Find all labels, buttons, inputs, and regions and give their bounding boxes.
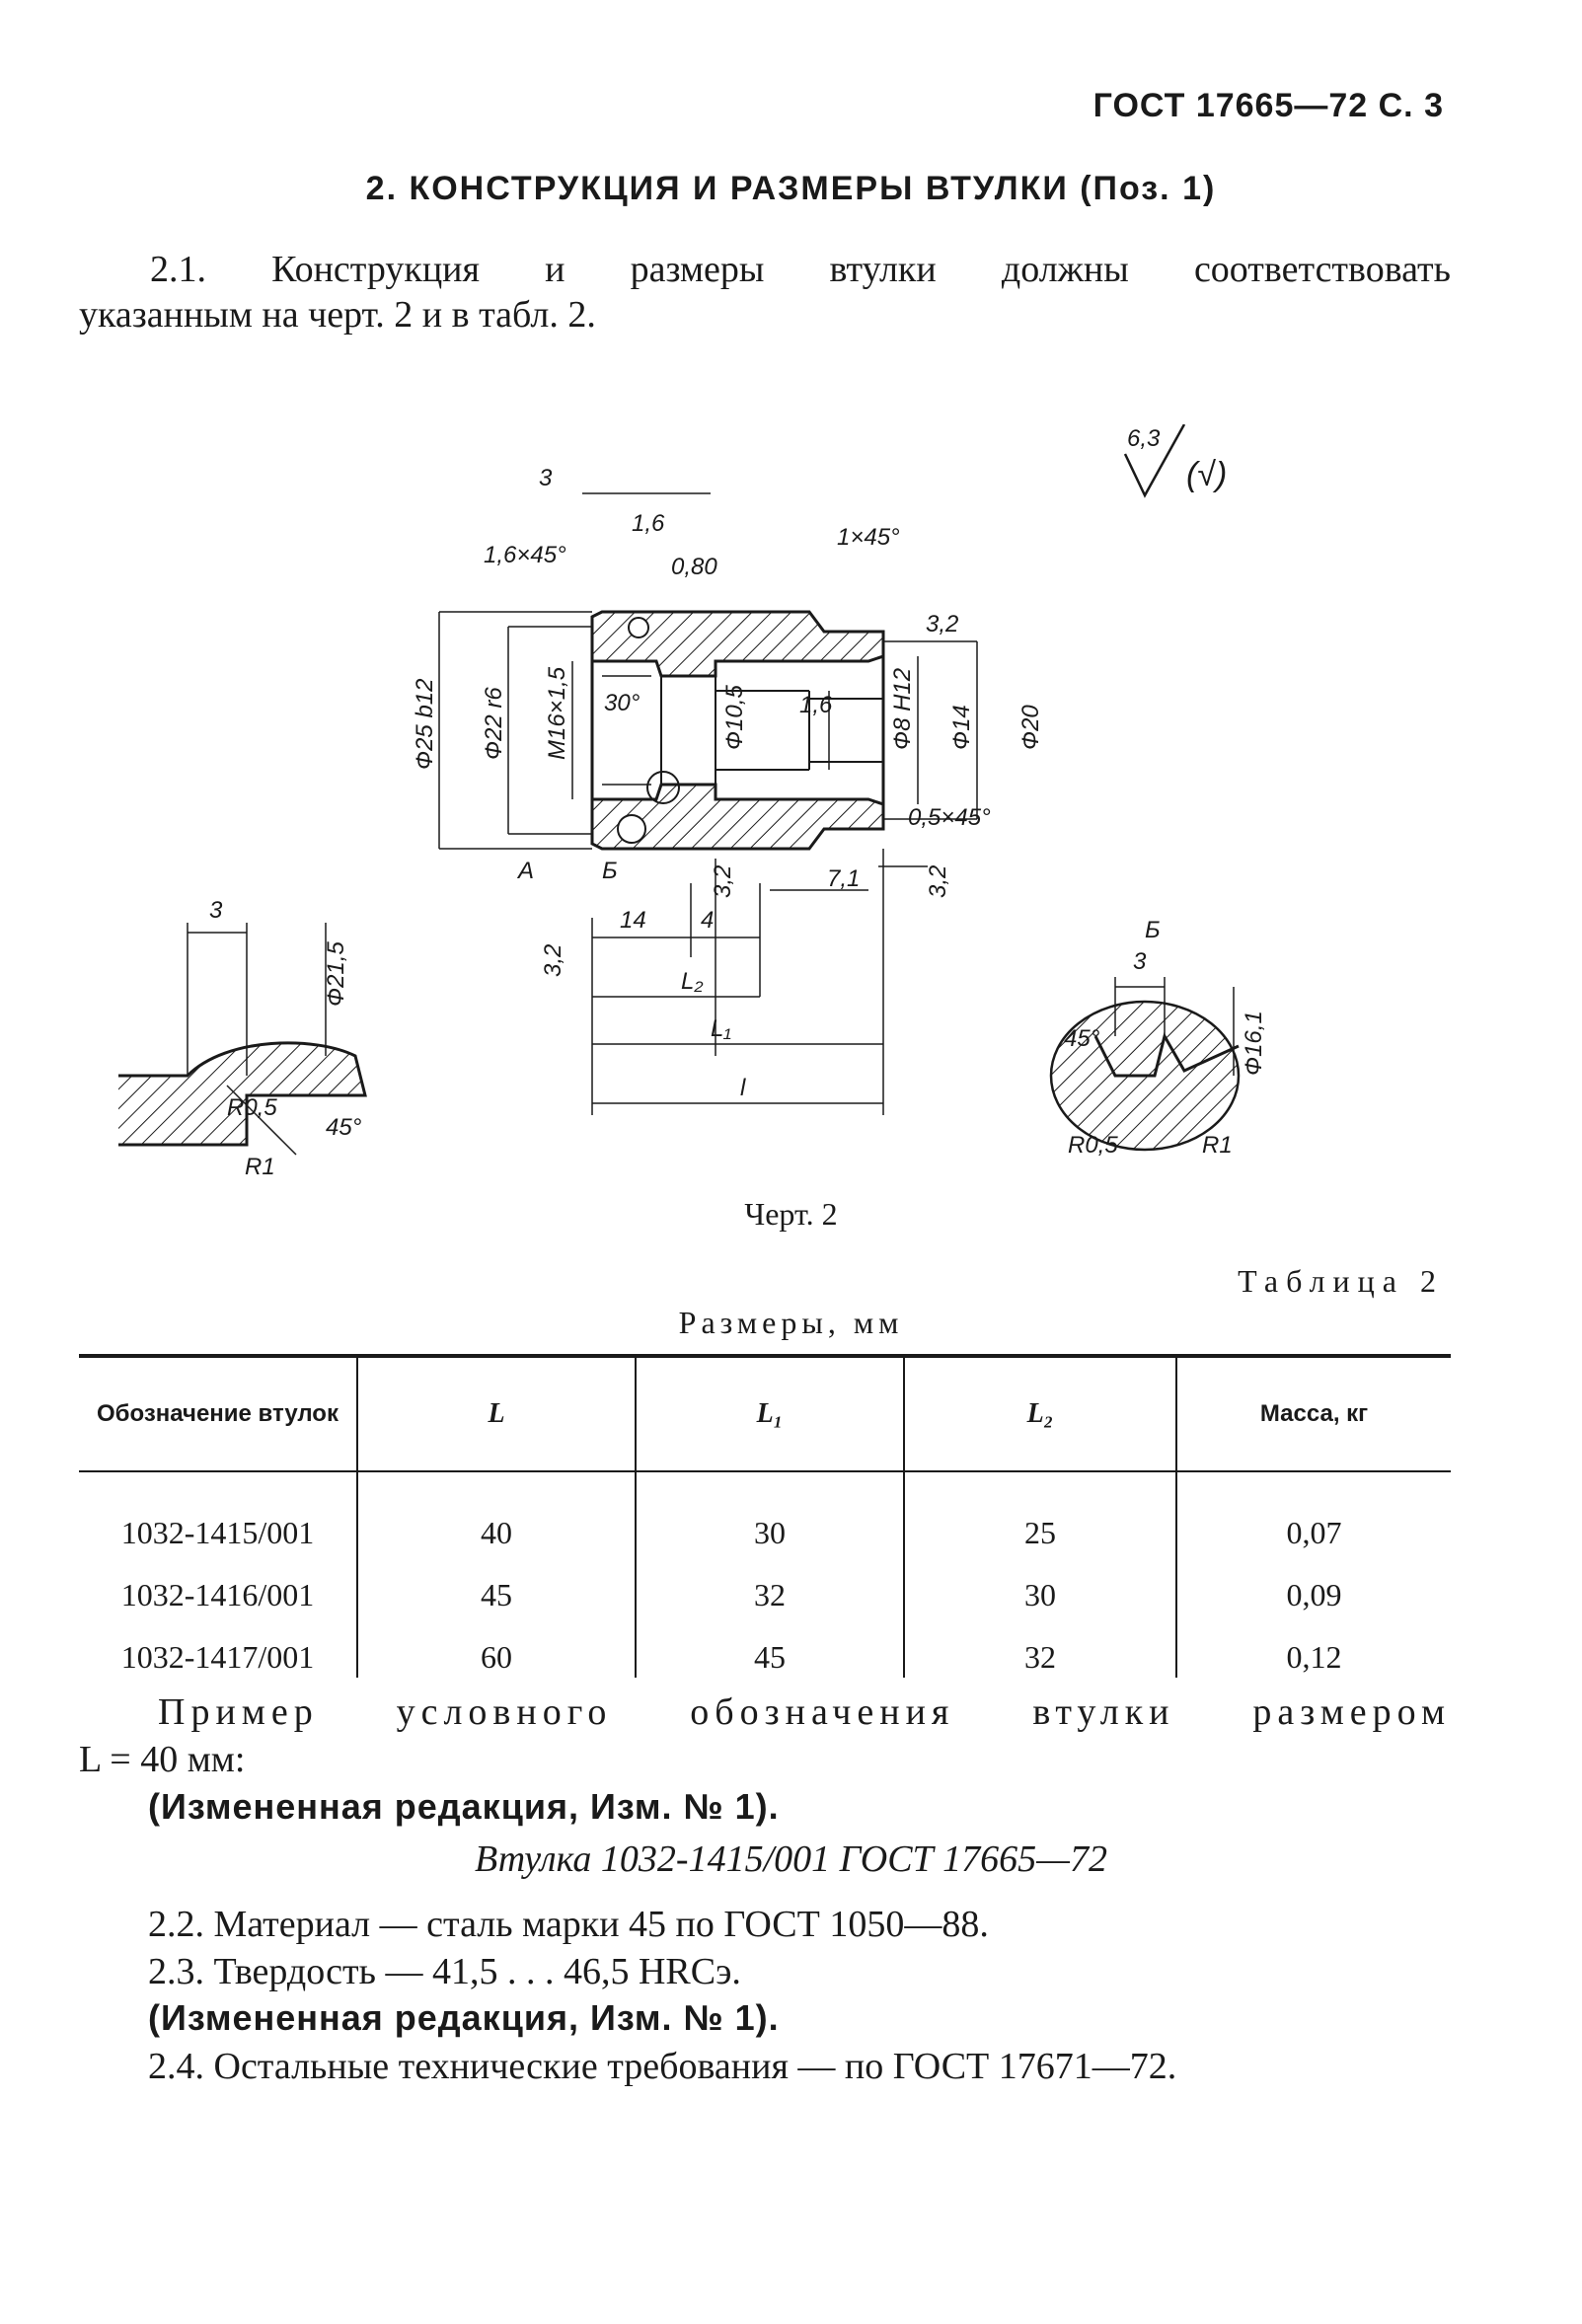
roughness-3-2-left: 3,2 xyxy=(540,944,566,977)
table-row: 1032-1416/001 45 32 30 0,09 xyxy=(79,1553,1451,1615)
example-designation: Втулка 1032-1415/001 ГОСТ 17665—72 xyxy=(475,1838,1107,1880)
paragraph-2-4: 2.4. Остальные технические требования — … xyxy=(148,2046,1177,2087)
section-title: 2. КОНСТРУКЦИЯ И РАЗМЕРЫ ВТУЛКИ (Поз. 1) xyxy=(365,170,1217,207)
roughness-3-2-mid: 3,2 xyxy=(710,865,736,898)
cell-l2: 30 xyxy=(903,1553,1176,1615)
detail-a-dim-3: 3 xyxy=(209,897,223,924)
cell-l1: 32 xyxy=(635,1553,904,1615)
dim-d25-b12: Ф25 b12 xyxy=(412,679,438,770)
example-intro-line2: L = 40 мм: xyxy=(79,1739,246,1780)
dim-4: 4 xyxy=(701,907,714,934)
sizes-table: Обозначение втулок L L₁ L₂ Масса, кг 103… xyxy=(79,1354,1451,1678)
view-b-label: Б xyxy=(602,858,618,884)
header-l1-text: L₁ xyxy=(756,1398,784,1429)
header-designation: Обозначение втулок xyxy=(79,1356,357,1472)
roughness-3-2-top: 3,2 xyxy=(926,611,958,637)
paragraph-2-3: 2.3. Твердость — 41,5 . . . 46,5 HRCэ. xyxy=(148,1951,741,1992)
dim-l2: L₂ xyxy=(681,968,704,995)
cell-mass: 0,07 xyxy=(1175,1471,1451,1553)
dim-l: l xyxy=(740,1075,746,1101)
roughness-3-2-right: 3,2 xyxy=(925,865,951,898)
table-header-row: Обозначение втулок L L₁ L₂ Масса, кг xyxy=(79,1356,1451,1472)
chamfer-0-5-label: 0,5×45° xyxy=(908,804,991,831)
dim-m16: M16×1,5 xyxy=(544,666,570,760)
dim-14: 14 xyxy=(620,907,646,934)
roughness-1-6-top: 1,6 xyxy=(632,510,665,537)
edit-note-1: (Измененная редакция, Изм. № 1). xyxy=(148,1786,780,1827)
detail-a-r0-5: R0,5 xyxy=(227,1094,277,1121)
cell-designation: 1032-1417/001 xyxy=(120,1639,315,1675)
chamfer-right-label: 1×45° xyxy=(837,524,900,551)
roughness-0-80: 0,80 xyxy=(671,554,717,580)
document-code: ГОСТ 17665—72 С. 3 xyxy=(1092,87,1444,124)
header-l-text: L xyxy=(488,1398,505,1429)
cell-mass: 0,09 xyxy=(1175,1553,1451,1615)
header-mass: Масса, кг xyxy=(1175,1356,1451,1472)
dim-l1: L₁ xyxy=(711,1015,731,1042)
table-units: Размеры, мм xyxy=(678,1305,904,1340)
chamfer-left-label: 1,6×45° xyxy=(484,542,566,568)
dim-3-top: 3 xyxy=(539,465,553,491)
header-l2-text: L₂ xyxy=(1026,1398,1054,1429)
roughness-value: 6,3 xyxy=(1127,425,1161,452)
detail-b-45: 45° xyxy=(1064,1025,1100,1052)
detail-b-r1: R1 xyxy=(1202,1132,1233,1159)
dimension-lines xyxy=(438,492,978,1115)
technical-drawing: 6,3 (√) xyxy=(118,424,1267,1180)
detail-b-dim-d16-1: Ф16,1 xyxy=(1241,1011,1267,1076)
table-row: 1032-1415/001 40 30 25 0,07 xyxy=(79,1471,1451,1553)
dim-7-1: 7,1 xyxy=(827,865,860,892)
roughness-1-6-mid: 1,6 xyxy=(799,692,833,718)
header-l: L xyxy=(356,1356,636,1472)
detail-a: 3 Ф21,5 R0,5 45° R1 l xyxy=(118,897,367,1180)
cell-designation: 1032-1415/001 xyxy=(120,1515,315,1550)
angle-30-label: 30° xyxy=(604,690,640,716)
roughness-symbol: 6,3 (√) xyxy=(1123,424,1227,498)
paragraph-2-2: 2.2. Материал — сталь марки 45 по ГОСТ 1… xyxy=(148,1904,989,1945)
dim-d8-h12: Ф8 H12 xyxy=(889,668,916,750)
detail-a-r1: R1 xyxy=(245,1154,275,1180)
dim-d10-5: Ф10,5 xyxy=(721,685,748,750)
view-a-label: А xyxy=(516,858,534,884)
dim-d22-r6: Ф22 r6 xyxy=(481,687,507,760)
dim-d20: Ф20 xyxy=(1017,705,1044,750)
cell-l: 60 xyxy=(356,1615,636,1678)
cell-mass: 0,12 xyxy=(1175,1615,1451,1678)
paragraph-2-1: 2.1. Конструкция и размеры втулки должны… xyxy=(79,247,1451,337)
detail-b-dim-3: 3 xyxy=(1133,948,1147,975)
detail-b: Б 3 Ф16,1 45° R0,5 R1 xyxy=(1049,917,1267,1159)
table-row: 1032-1417/001 60 45 32 0,12 xyxy=(79,1615,1451,1678)
cell-l2: 32 xyxy=(903,1615,1176,1678)
edit-note-2: (Измененная редакция, Изм. № 1). xyxy=(148,1997,780,2038)
cell-l2: 25 xyxy=(903,1471,1176,1553)
detail-b-title: Б xyxy=(1145,917,1161,943)
detail-a-dim-d21-5: Ф21,5 xyxy=(323,941,349,1007)
dim-d14: Ф14 xyxy=(948,705,975,750)
header-l1: L₁ xyxy=(635,1356,904,1472)
detail-a-45: 45° xyxy=(326,1114,362,1141)
drawing-caption: Черт. 2 xyxy=(744,1196,838,1232)
paragraph-2-1-line1: 2.1. Конструкция и размеры втулки должны… xyxy=(150,249,1451,290)
roughness-check: (√) xyxy=(1186,456,1227,493)
table-label: Таблица 2 xyxy=(1238,1263,1444,1299)
cell-l1: 45 xyxy=(635,1615,904,1678)
cell-l: 40 xyxy=(356,1471,636,1553)
detail-b-r0-5: R0,5 xyxy=(1068,1132,1118,1159)
cell-l1: 30 xyxy=(635,1471,904,1553)
example-intro-line1: Пример условного обозначения втулки разм… xyxy=(158,1691,1451,1733)
cell-designation: 1032-1416/001 xyxy=(120,1577,315,1612)
paragraph-2-1-line2: указанным на черт. 2 и в табл. 2. xyxy=(79,294,596,336)
cell-l: 45 xyxy=(356,1553,636,1615)
bushing-section-view xyxy=(590,610,885,851)
header-l2: L₂ xyxy=(903,1356,1176,1472)
